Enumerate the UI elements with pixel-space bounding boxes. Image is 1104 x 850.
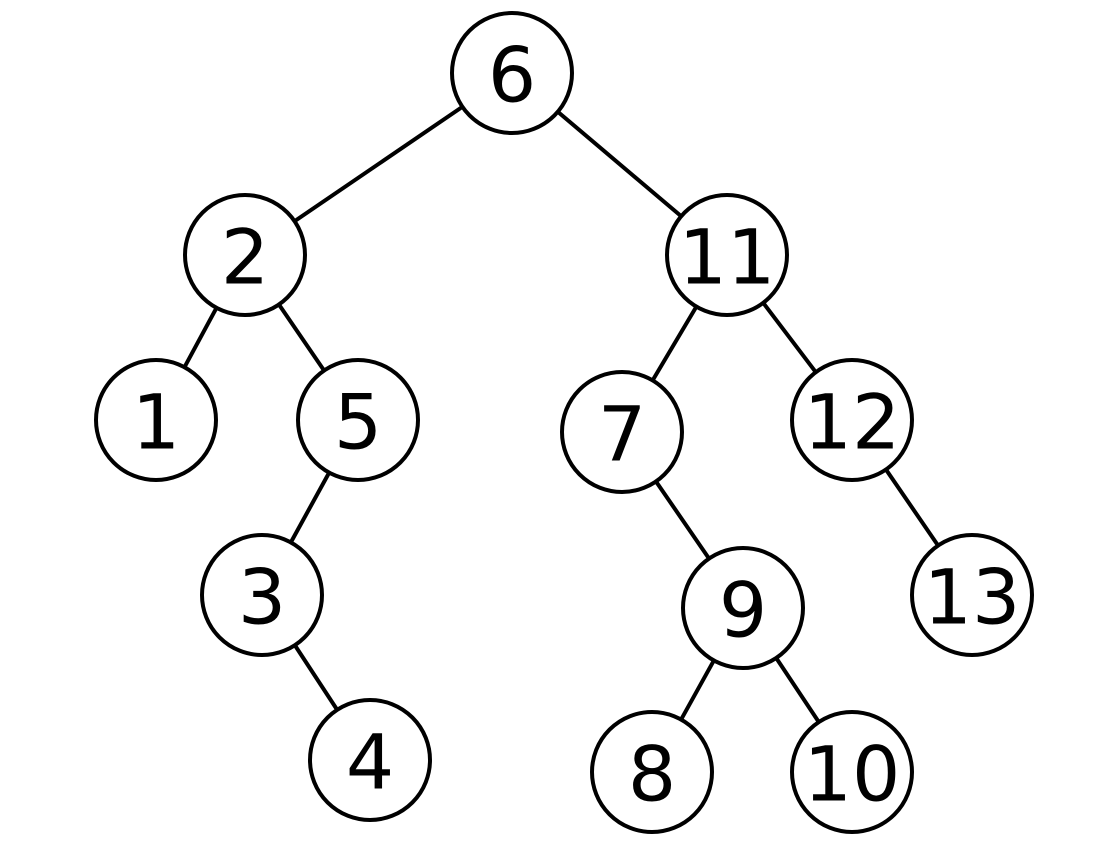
tree-node-2[interactable]: 2 (183, 193, 307, 317)
node-circle-10 (790, 710, 914, 834)
node-circle-9 (681, 546, 805, 670)
tree-edge-2-to-1 (182, 304, 219, 371)
node-label-2: 2 (221, 213, 269, 302)
node-circle-4 (308, 698, 432, 822)
node-circle-3 (200, 533, 324, 657)
node-circle-2 (183, 193, 307, 317)
tree-node-3[interactable]: 3 (200, 533, 324, 657)
tree-node-4[interactable]: 4 (308, 698, 432, 822)
tree-edge-6-to-2 (291, 104, 466, 224)
node-label-5: 5 (334, 378, 382, 467)
node-label-10: 10 (804, 730, 901, 819)
tree-edge-11-to-7 (650, 303, 699, 384)
node-label-13: 13 (924, 553, 1021, 642)
tree-node-1[interactable]: 1 (94, 358, 218, 482)
node-circle-1 (94, 358, 218, 482)
node-label-1: 1 (132, 378, 180, 467)
tree-node-8[interactable]: 8 (590, 710, 714, 834)
tree-node-5[interactable]: 5 (296, 358, 420, 482)
node-label-9: 9 (719, 566, 767, 655)
node-circle-12 (790, 358, 914, 482)
tree-edge-11-to-12 (760, 300, 819, 375)
edges-layer (182, 104, 941, 725)
node-circle-8 (590, 710, 714, 834)
tree-edge-12-to-13 (883, 466, 941, 549)
node-circle-13 (910, 533, 1034, 657)
node-circle-5 (296, 358, 420, 482)
tree-node-7[interactable]: 7 (560, 370, 684, 494)
node-label-6: 6 (488, 31, 536, 120)
node-circle-6 (450, 11, 574, 135)
tree-edge-7-to-9 (653, 478, 712, 562)
tree-node-9[interactable]: 9 (681, 546, 805, 670)
tree-edge-2-to-5 (276, 301, 327, 374)
node-label-12: 12 (804, 378, 901, 467)
tree-node-11[interactable]: 11 (665, 193, 789, 317)
tree-node-12[interactable]: 12 (790, 358, 914, 482)
node-circle-7 (560, 370, 684, 494)
node-label-8: 8 (628, 730, 676, 819)
node-label-4: 4 (346, 718, 394, 807)
tree-node-6[interactable]: 6 (450, 11, 574, 135)
node-label-3: 3 (238, 553, 286, 642)
tree-node-13[interactable]: 13 (910, 533, 1034, 657)
node-label-11: 11 (679, 213, 776, 302)
tree-edge-6-to-11 (555, 109, 684, 219)
tree-edge-9-to-10 (773, 655, 822, 725)
node-label-7: 7 (598, 390, 646, 479)
tree-edge-5-to-3 (288, 469, 332, 546)
node-circle-11 (665, 193, 789, 317)
tree-edge-3-to-4 (292, 642, 340, 713)
tree-node-10[interactable]: 10 (790, 710, 914, 834)
tree-edge-9-to-8 (678, 657, 717, 723)
